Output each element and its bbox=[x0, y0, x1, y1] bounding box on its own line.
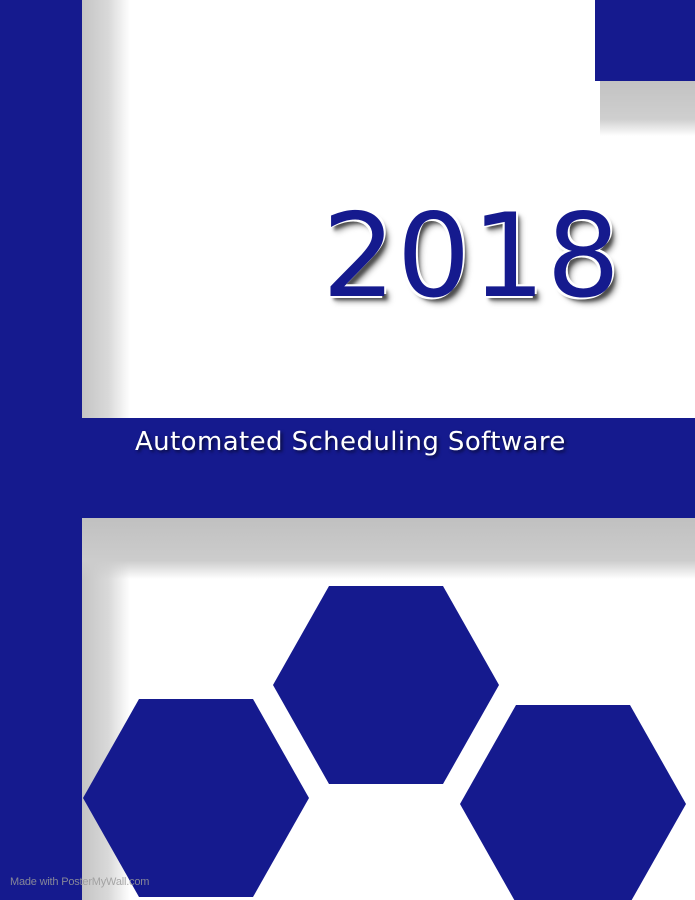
subtitle-text: Automated Scheduling Software bbox=[135, 427, 566, 457]
watermark-text: Made with PosterMyWall.com bbox=[10, 876, 150, 888]
top-right-corner-block bbox=[595, 0, 695, 81]
left-vertical-bar bbox=[0, 0, 82, 900]
hexagon-bottom-left bbox=[83, 699, 309, 897]
year-heading: 2018 bbox=[322, 189, 622, 324]
hexagon-bottom-right bbox=[460, 705, 686, 900]
corner-block-shadow bbox=[600, 80, 695, 136]
hexagon-top-center bbox=[273, 586, 499, 784]
title-band-shadow bbox=[82, 517, 695, 579]
title-band bbox=[82, 418, 695, 518]
